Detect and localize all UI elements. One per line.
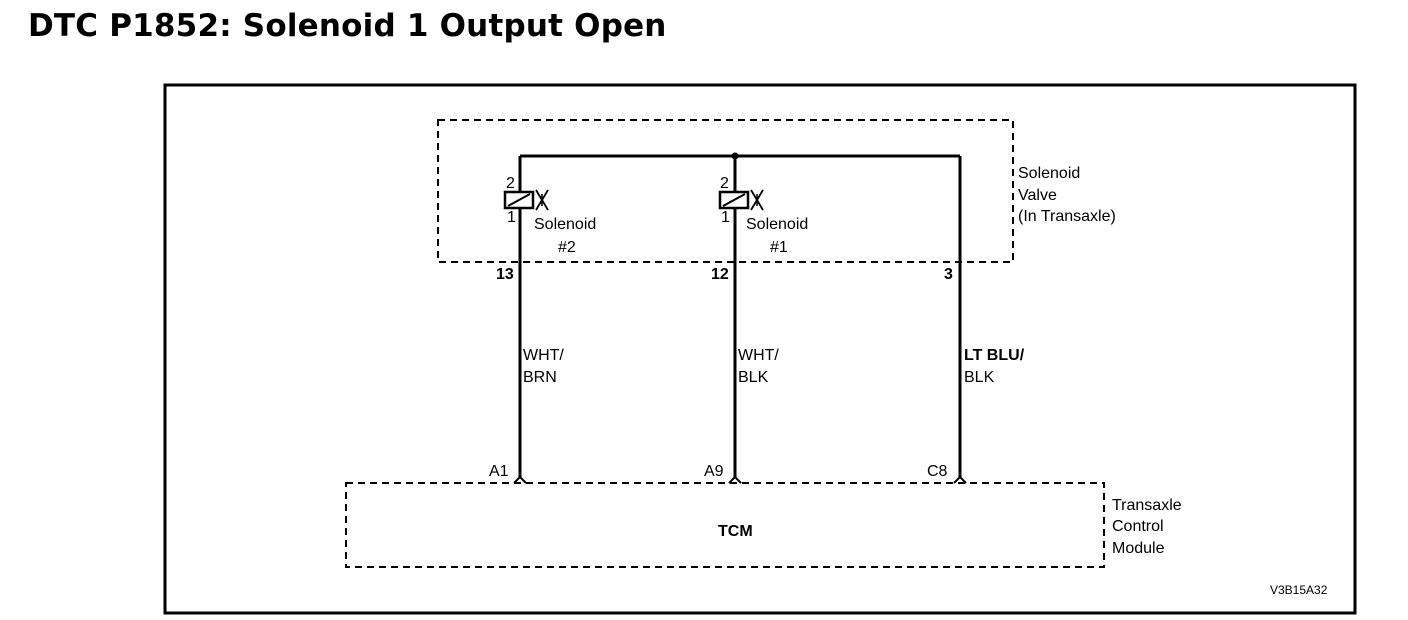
tcm-terminal-a1-icon — [513, 475, 527, 484]
connector-pin-12: 12 — [711, 266, 729, 283]
connector-pin-13: 13 — [496, 266, 514, 283]
tcm-label-line2: Control — [1112, 518, 1164, 535]
solenoid-2-number: #2 — [558, 239, 576, 256]
solenoid-2-pin-top: 2 — [506, 175, 515, 192]
wire-3-color-line2: BLK — [964, 369, 995, 386]
solenoid-valve-box — [437, 119, 1014, 263]
tcm-terminal-a9-icon — [728, 475, 742, 484]
solenoid-2-coil-icon — [503, 189, 549, 211]
tcm-box — [345, 482, 1105, 568]
tcm-pin-a9: A9 — [704, 463, 724, 480]
tcm-name: TCM — [718, 523, 753, 540]
solenoid-valve-label-line1: Solenoid — [1018, 165, 1080, 182]
wire-1-color-line2: BRN — [523, 369, 557, 386]
wire-1-color-line1: WHT/ — [523, 347, 564, 364]
wire-2-color-line1: WHT/ — [738, 347, 779, 364]
tcm-terminal-c8-icon — [953, 475, 967, 484]
diagram-frame — [163, 83, 1357, 615]
solenoid-2-label: Solenoid — [534, 216, 596, 233]
solenoid-valve-label-line2: Valve — [1018, 187, 1057, 204]
tcm-pin-a1: A1 — [489, 463, 509, 480]
solenoid-1-pin-top: 2 — [720, 175, 729, 192]
solenoid-1-coil-icon — [718, 189, 764, 211]
figure-id: V3B15A32 — [1270, 583, 1328, 597]
solenoid-1-pin-bottom: 1 — [721, 209, 730, 226]
tcm-label-line1: Transaxle — [1112, 497, 1182, 514]
solenoid-1-label: Solenoid — [746, 216, 808, 233]
wire-2-color-line2: BLK — [738, 369, 769, 386]
solenoid-valve-label-line3: (In Transaxle) — [1018, 208, 1116, 225]
tcm-pin-c8: C8 — [927, 463, 948, 480]
connector-pin-3: 3 — [944, 266, 953, 283]
wire-3-color-line1: LT BLU/ — [964, 347, 1025, 364]
solenoid-1-number: #1 — [770, 239, 788, 256]
tcm-label-line3: Module — [1112, 540, 1165, 557]
page-title: DTC P1852: Solenoid 1 Output Open — [28, 8, 667, 44]
solenoid-2-pin-bottom: 1 — [507, 209, 516, 226]
